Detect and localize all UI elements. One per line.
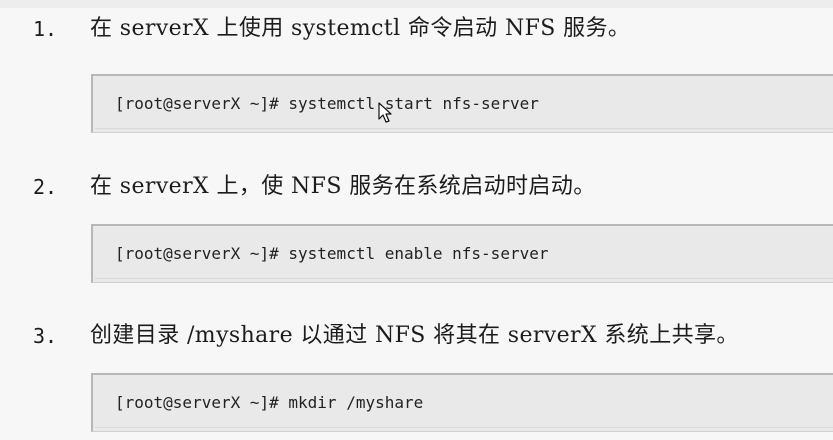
step-number: 2. (33, 175, 58, 199)
top-margin-strip (0, 0, 833, 8)
step-description: 在 serverX 上使用 systemctl 命令启动 NFS 服务。 (90, 16, 631, 41)
step-description: 在 serverX 上，使 NFS 服务在系统启动时启动。 (90, 174, 596, 199)
step-1: 1. 在 serverX 上使用 systemctl 命令启动 NFS 服务。 (0, 7, 833, 51)
command-text: [root@serverX ~]# systemctl start nfs-se… (115, 94, 539, 113)
step-number: 3. (33, 324, 58, 348)
command-block-1: [root@serverX ~]# systemctl start nfs-se… (91, 74, 833, 133)
command-text: [root@serverX ~]# systemctl enable nfs-s… (115, 244, 549, 263)
step-number: 1. (33, 17, 58, 41)
step-description: 创建目录 /myshare 以通过 NFS 将其在 serverX 系统上共享。 (90, 323, 739, 348)
step-3: 3. 创建目录 /myshare 以通过 NFS 将其在 serverX 系统上… (0, 314, 833, 358)
command-block-2: [root@serverX ~]# systemctl enable nfs-s… (91, 224, 833, 283)
command-text: [root@serverX ~]# mkdir /myshare (115, 393, 424, 412)
step-2: 2. 在 serverX 上，使 NFS 服务在系统启动时启动。 (0, 165, 833, 209)
command-block-3: [root@serverX ~]# mkdir /myshare (91, 373, 833, 432)
mouse-pointer-icon (378, 102, 392, 123)
